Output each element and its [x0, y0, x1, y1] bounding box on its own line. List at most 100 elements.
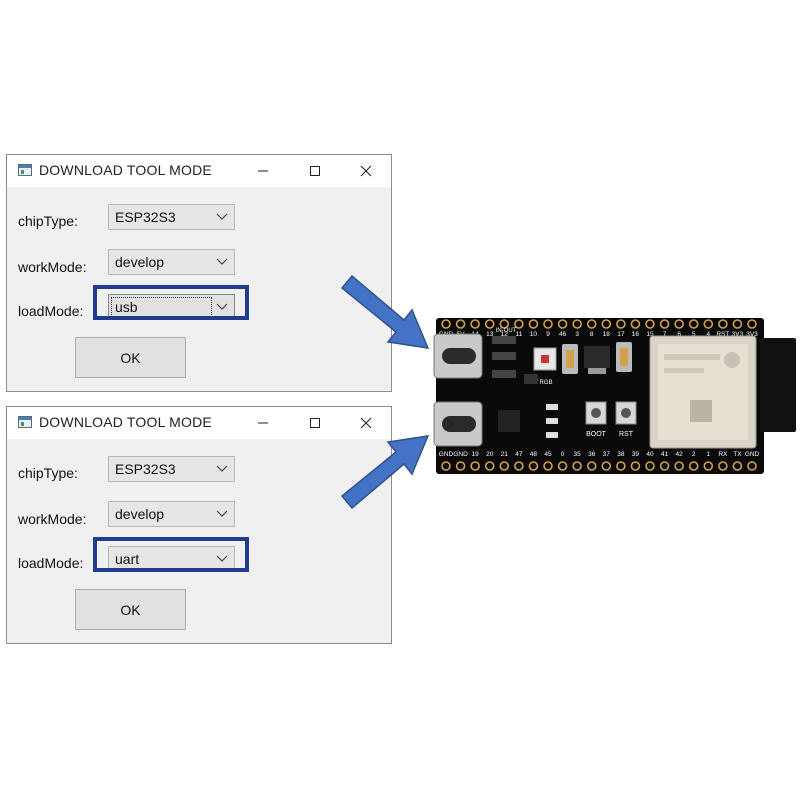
close-icon[interactable]: [351, 159, 381, 183]
top-pin-label: 3V3: [732, 331, 744, 338]
top-pin-hole: [732, 319, 743, 329]
top-pin-hole: [528, 319, 539, 329]
load-mode-value: usb: [115, 299, 138, 315]
app-window-icon: [18, 164, 32, 176]
load-mode-highlight-box: [93, 285, 249, 320]
top-pin-hole: [543, 319, 553, 329]
work-mode-select[interactable]: develop: [108, 249, 235, 275]
chevron-down-icon: [216, 303, 228, 310]
bottom-pin-label: 36: [588, 451, 596, 458]
work-mode-label: workMode:: [18, 259, 87, 275]
bottom-pin-hole: [630, 461, 641, 471]
chevron-down-icon: [216, 555, 228, 562]
chip-type-select[interactable]: ESP32S3: [108, 456, 235, 482]
work-mode-label: workMode:: [18, 511, 87, 527]
rst-button-icon: [615, 401, 637, 425]
bottom-pin-label: 1: [706, 451, 710, 458]
app-window-icon: [18, 416, 32, 428]
top-pin-hole: [747, 319, 757, 329]
top-pin-label: 18: [603, 331, 611, 338]
usb-c-port-uart: [433, 401, 483, 447]
top-pin-label: 3V3: [746, 331, 758, 338]
top-pin-label: RST: [716, 331, 729, 338]
esp32-s3-dev-board: GND5V141312111094638181716157654RST3V33V…: [433, 318, 796, 474]
top-pin-hole: [470, 319, 480, 329]
top-pin-label: 10: [530, 331, 538, 338]
top-pin-hole: [688, 319, 699, 329]
bottom-pin-hole: [616, 461, 626, 471]
bottom-pin-hole: [732, 461, 743, 471]
top-pin-label: 6: [677, 331, 681, 338]
bottom-pin-hole: [688, 461, 699, 471]
bottom-pin-label: 2: [692, 451, 696, 458]
top-pin-hole: [557, 319, 568, 329]
bottom-pin-label: 37: [603, 451, 611, 458]
bottom-pin-label: 38: [617, 451, 625, 458]
bottom-pin-hole: [470, 461, 480, 471]
maximize-icon[interactable]: [300, 411, 330, 435]
minimize-icon[interactable]: [248, 411, 278, 435]
chip-type-label: chipType:: [18, 213, 78, 229]
bottom-pin-label: 19: [472, 451, 480, 458]
bottom-pin-label: 42: [676, 451, 684, 458]
bottom-pin-hole: [441, 461, 451, 471]
bottom-pin-label: 20: [486, 451, 494, 458]
bottom-pin-label: 35: [574, 451, 582, 458]
load-mode-label: loadMode:: [18, 555, 84, 571]
bottom-pin-hole: [514, 461, 524, 471]
top-pin-hole: [441, 319, 451, 329]
work-mode-value: develop: [115, 254, 165, 270]
close-icon[interactable]: [351, 411, 381, 435]
bottom-pin-hole: [718, 461, 728, 471]
window-title: DOWNLOAD TOOL MODE: [39, 162, 212, 178]
bottom-pin-label: RX: [718, 451, 728, 458]
top-pin-label: 12: [501, 331, 509, 338]
title-bar[interactable]: DOWNLOAD TOOL MODE: [7, 407, 391, 439]
boot-button-icon: [585, 401, 607, 425]
chevron-down-icon: [216, 465, 228, 472]
top-pin-hole: [484, 319, 495, 329]
load-mode-select[interactable]: uart: [108, 546, 235, 572]
bottom-pin-label: 45: [544, 451, 552, 458]
bottom-pin-label: TX: [733, 451, 742, 458]
top-pin-hole: [514, 319, 524, 329]
in-out-label: IN-OUT: [496, 328, 517, 334]
top-pin-label: 16: [632, 331, 640, 338]
chevron-down-icon: [216, 258, 228, 265]
rgb-label: RGB: [539, 380, 552, 386]
bottom-pin-hole: [528, 461, 539, 471]
work-mode-value: develop: [115, 506, 165, 522]
top-pin-hole: [586, 319, 597, 329]
chip-type-select[interactable]: ESP32S3: [108, 204, 235, 230]
title-bar[interactable]: DOWNLOAD TOOL MODE: [7, 155, 391, 187]
bottom-pin-label: GND: [745, 451, 760, 458]
top-pin-hole: [703, 319, 714, 329]
top-pin-hole: [601, 319, 612, 329]
maximize-icon[interactable]: [300, 159, 330, 183]
bottom-pin-hole: [572, 461, 582, 471]
bottom-pin-hole: [586, 461, 597, 471]
top-pin-label: 9: [546, 331, 550, 338]
usb-c-port-usb: [433, 333, 483, 379]
top-pin-hole: [718, 319, 728, 329]
bottom-pin-hole: [455, 461, 466, 471]
download-tool-window-uart: DOWNLOAD TOOL MODE chipType: ESP32S3 wor…: [6, 406, 392, 644]
window-title: DOWNLOAD TOOL MODE: [39, 414, 212, 430]
ok-button[interactable]: OK: [75, 589, 186, 630]
top-pin-label: 46: [559, 331, 567, 338]
top-pin-hole: [645, 319, 655, 329]
top-pin-header: [441, 319, 757, 329]
work-mode-select[interactable]: develop: [108, 501, 235, 527]
top-pin-label: 4: [706, 331, 710, 338]
top-pin-label: 5: [692, 331, 696, 338]
bottom-pin-hole: [484, 461, 495, 471]
top-pin-hole: [572, 319, 582, 329]
ok-button[interactable]: OK: [75, 337, 186, 378]
top-pin-hole: [630, 319, 641, 329]
minimize-icon[interactable]: [248, 159, 278, 183]
esp32-s3-module: [649, 335, 757, 449]
rst-label: RST: [619, 431, 634, 438]
bottom-pin-hole: [645, 461, 655, 471]
bottom-pin-header: [441, 461, 757, 471]
